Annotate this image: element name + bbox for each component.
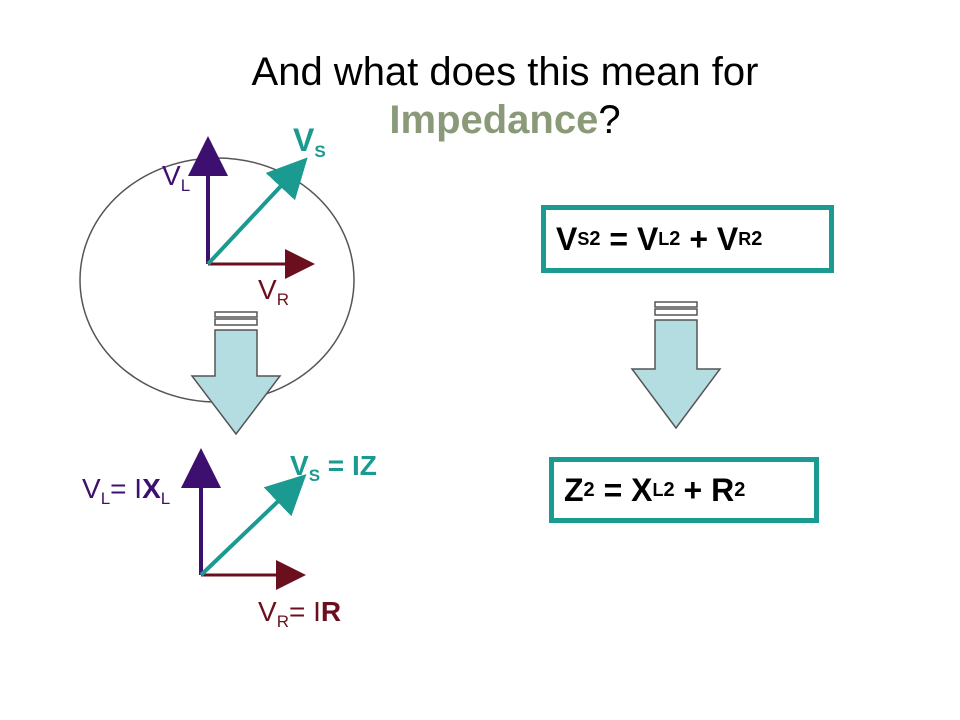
vl-label-top: VL: [162, 160, 191, 195]
vs-label-bottom: VS = IZ: [290, 450, 377, 485]
vr-label-bottom: VR= IR: [258, 596, 342, 631]
title-suffix: ?: [598, 98, 621, 142]
down-arrow-right: [630, 301, 722, 430]
vr-label-top: VR: [258, 274, 289, 309]
down-arrow-left: [190, 311, 282, 436]
title-prefix: And what does this mean for: [251, 50, 759, 94]
vl-label-bottom: VL= IXL: [82, 473, 171, 508]
vs-phasor-top: [206, 157, 308, 266]
title-highlight: Impedance: [389, 98, 599, 142]
vs-phasor-bottom: [199, 474, 307, 577]
page-title: And what does this mean for Impedance?: [0, 48, 960, 144]
vs-label-top: VS: [293, 122, 326, 161]
